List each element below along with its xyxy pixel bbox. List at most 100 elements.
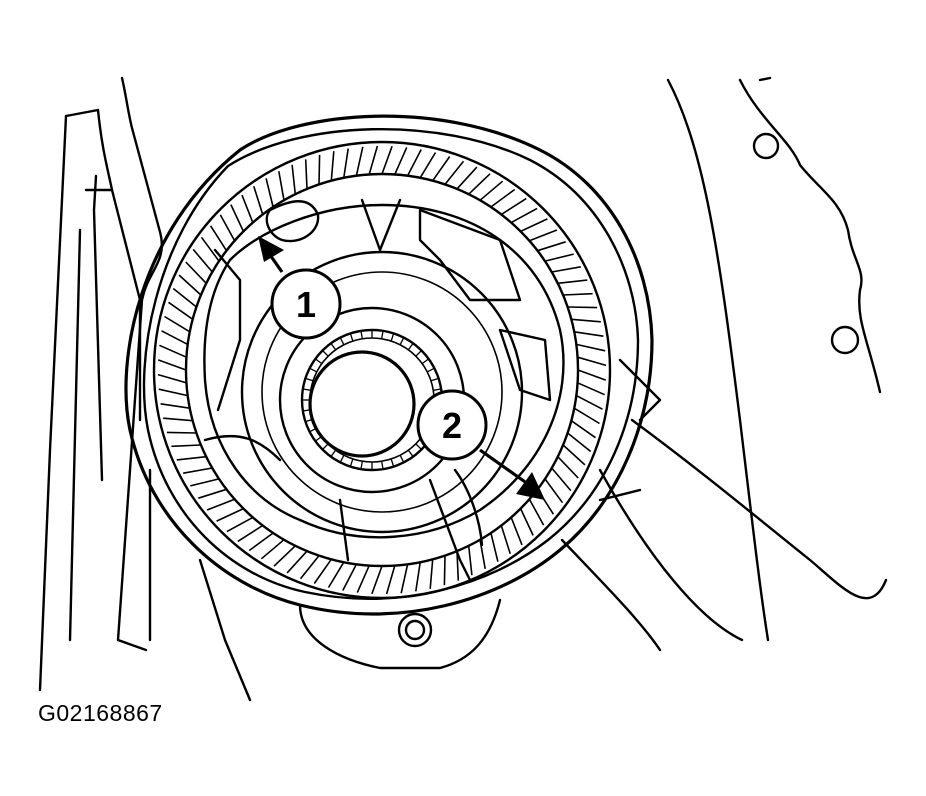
gear-tooth [209,225,228,252]
callout-2-label: 2 [442,405,462,446]
planet-carrier [203,198,565,582]
right-housing [560,76,888,652]
gear-tooth [557,279,588,285]
gear-tooth [206,498,235,511]
gear-tooth [577,356,607,367]
gear-tooth [198,488,227,499]
gear-tooth [544,253,574,262]
hub-spline [430,377,439,382]
gear-tooth [160,403,190,409]
hub-spline [415,350,422,357]
mounting-boss [397,612,433,648]
hub-spline [339,337,345,346]
hub-spline [322,350,329,357]
gear-tooth [157,359,187,371]
gear-tooth [219,214,236,242]
gear-tooth [342,563,358,591]
hub-spline [360,330,363,339]
gear-tooth [278,171,285,201]
gear-tooth [168,301,194,320]
ring-gear-teeth [157,145,607,595]
gear-tooth [520,218,548,233]
hub-spline [302,409,311,412]
hub-spline [381,461,384,470]
gear-tooth [444,160,465,185]
hub-spline [407,449,414,457]
gear-tooth [327,561,345,588]
rotation-arrow-1 [258,236,284,273]
gear-tooth [570,420,596,439]
gear-tooth [172,287,197,308]
gear-tooth [318,154,321,185]
gear-tooth [176,455,207,461]
gear-tooth [248,532,274,552]
gear-tooth [157,373,187,384]
gear-tooth [291,164,297,195]
gear-tooth [183,467,213,474]
gear-tooth [273,545,296,567]
callout-2: 2 [416,389,488,461]
gear-tooth [467,545,473,576]
gear-tooth [544,478,564,504]
hub-spline [330,449,337,457]
gear-tooth [400,564,409,594]
hub-spline [399,337,405,346]
hub-spline [390,333,395,342]
hub-spline [390,458,395,467]
gear-tooth [385,565,396,595]
gear-tooth [577,369,607,381]
gear-tooth [178,274,202,296]
gear-tooth [313,558,332,584]
gear-tooth [230,204,245,232]
gear-tooth [394,147,408,175]
gear-tooth [577,382,605,396]
hub-spline [381,330,384,339]
bolt-hole-lower [830,325,860,355]
gear-tooth [226,516,254,533]
hub-spline [309,367,318,373]
gear-tooth [286,550,308,574]
gear-tooth [159,344,187,358]
gear-tooth [571,318,601,323]
gear-tooth [519,508,534,536]
gear-tooth [415,562,421,592]
gear-tooth [406,149,422,177]
gear-tooth [468,173,491,195]
callout-1: 1 [270,268,342,340]
gear-tooth [161,330,189,346]
gear-tooth [371,565,383,595]
hub-spline [309,427,318,433]
hub-spline [330,343,337,351]
hub-spline [302,388,311,391]
gear-tooth [158,388,188,397]
gear-tooth [241,194,254,223]
hub-spline [407,343,414,351]
hub-spline [315,358,323,365]
gear-tooth [490,188,516,208]
gear-tooth [551,467,572,492]
gear-tooth [330,151,335,181]
gear-tooth [163,417,193,422]
ring-gear [152,140,612,600]
gear-tooth [551,266,581,273]
gear-tooth [576,343,606,352]
gear-tooth [456,551,460,581]
callout-1-label: 1 [296,284,316,325]
hub-spline [360,461,363,470]
gear-tooth [573,407,600,425]
gear-tooth [567,432,592,453]
hub-spline [399,454,405,463]
hub-spline [305,377,314,382]
gear-tooth [429,559,434,589]
gear-tooth [368,145,379,175]
gear-tooth [537,241,566,252]
gear-tooth [216,507,244,522]
gear-tooth [253,186,264,215]
gear-tooth [260,539,285,560]
gear-tooth [510,207,538,224]
gear-tooth [456,166,478,190]
gear-tooth [574,331,604,337]
gear-tooth [575,394,603,410]
gear-tooth [479,180,504,201]
